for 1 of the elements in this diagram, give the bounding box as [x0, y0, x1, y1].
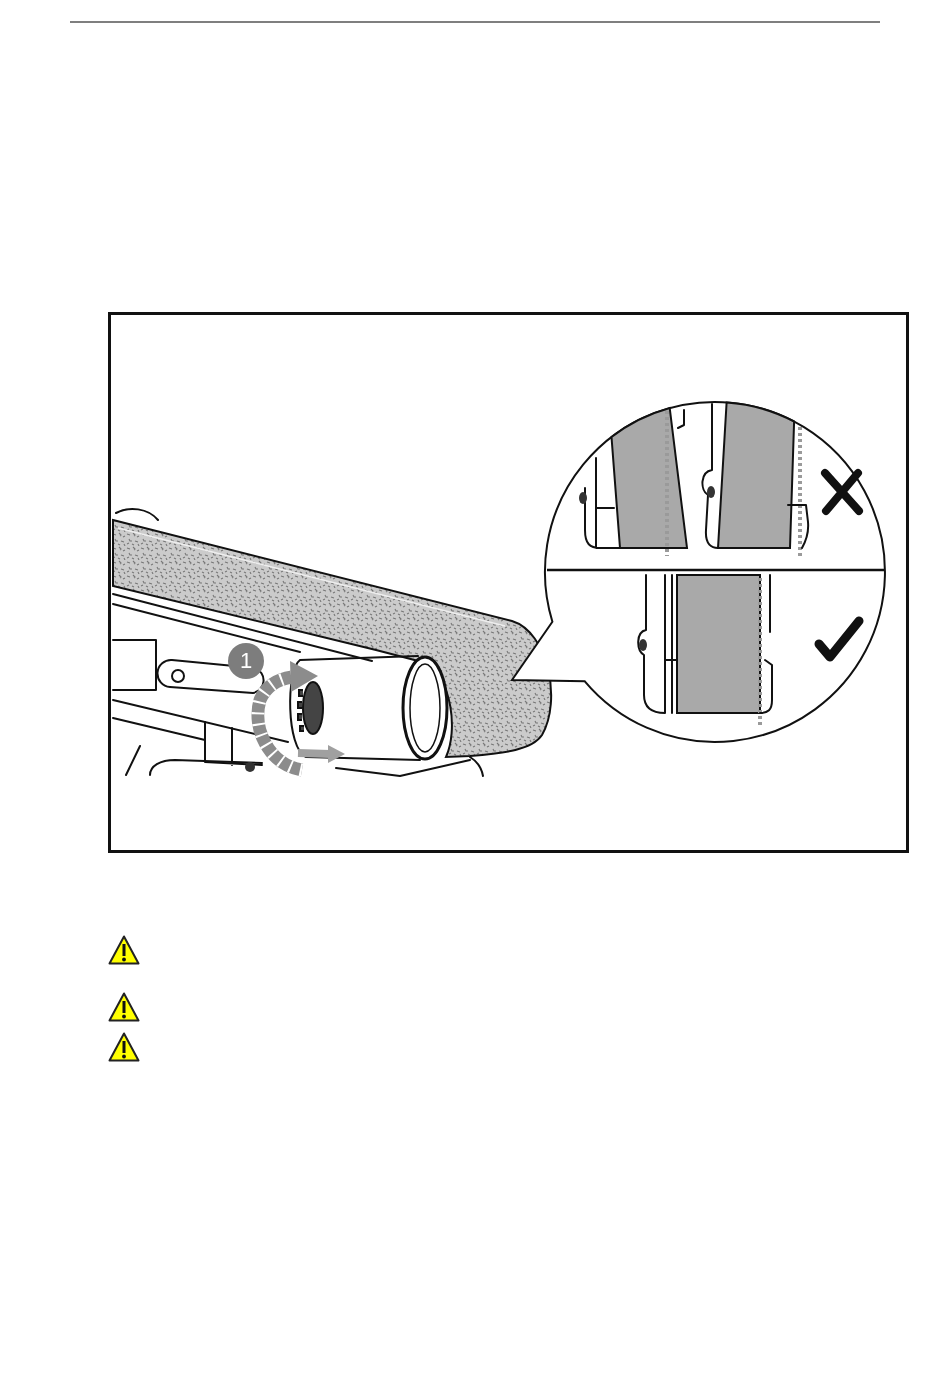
- callout-number: 1: [228, 643, 264, 679]
